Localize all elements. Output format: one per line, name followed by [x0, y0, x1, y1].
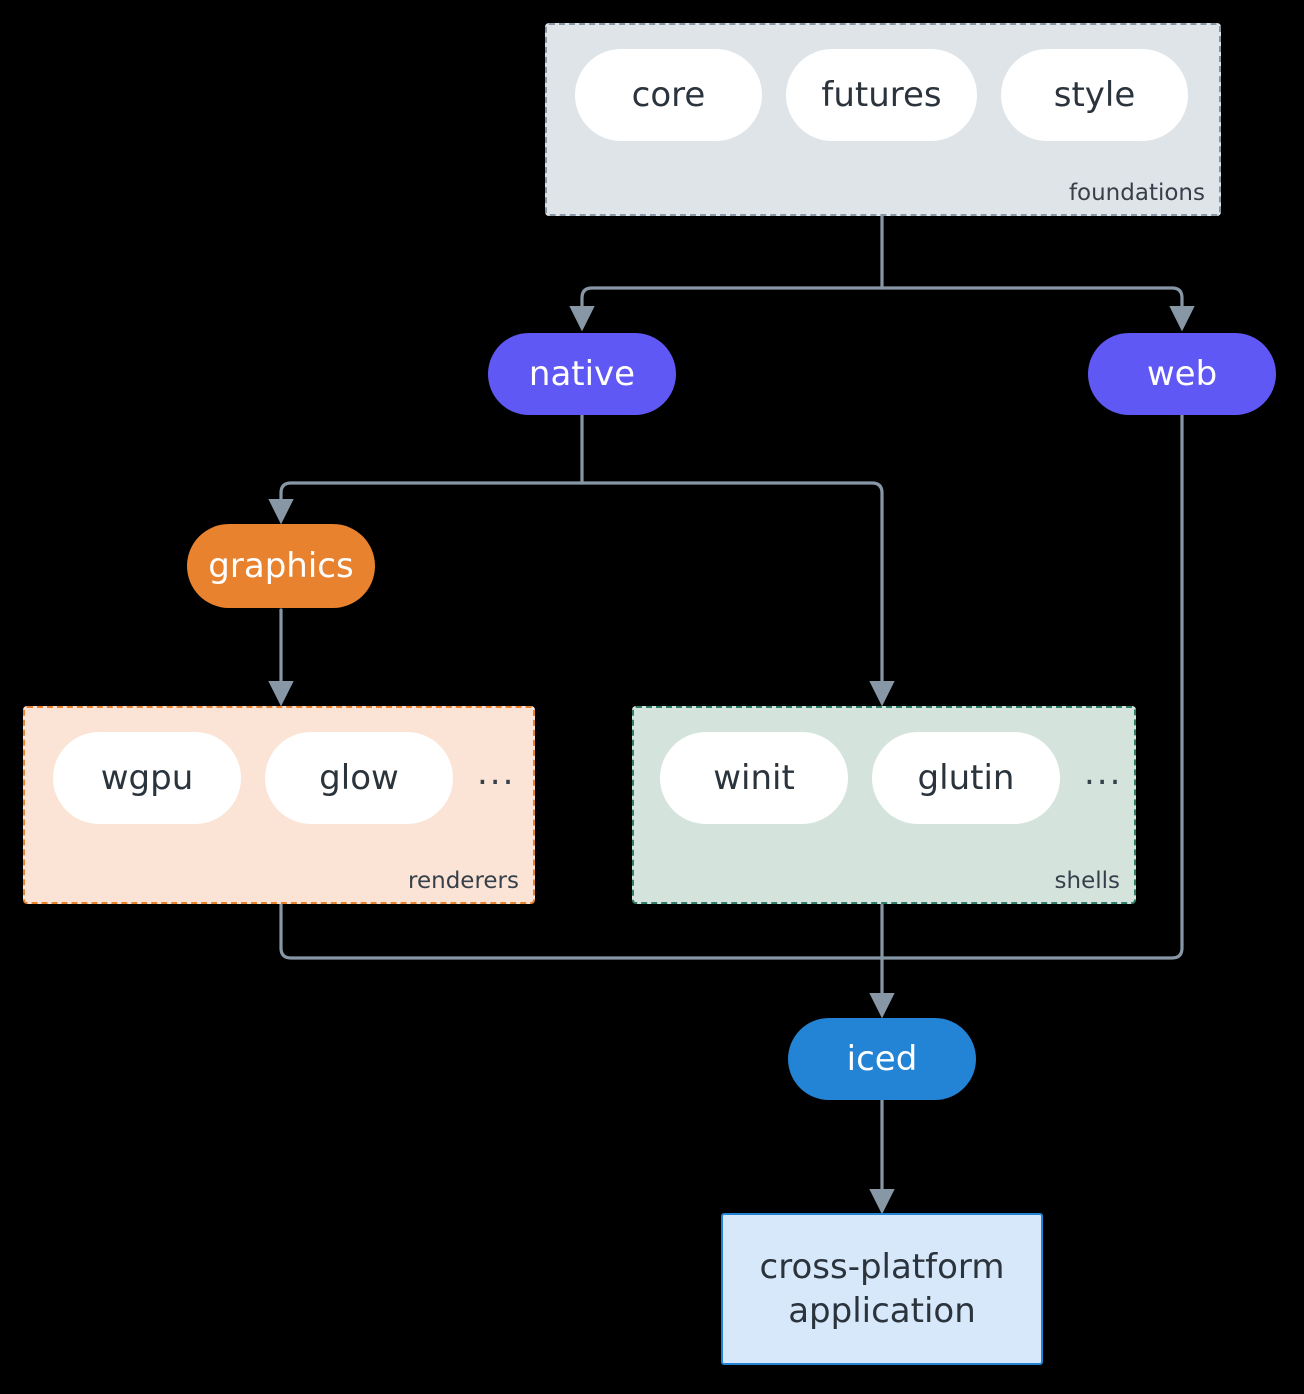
chip-glow[interactable]: glow [265, 732, 453, 824]
chip-style[interactable]: style [1001, 49, 1188, 141]
node-graphics[interactable]: graphics [187, 524, 375, 608]
group-shells: winit glutin ... shells [632, 706, 1136, 904]
renderers-chips: wgpu glow ... [53, 732, 515, 824]
edge-renderers-to-iced [279, 903, 884, 960]
node-graphics-label: graphics [208, 546, 354, 586]
edge-foundations-to-native [569, 286, 884, 332]
group-label-renderers: renderers [408, 868, 519, 894]
node-web[interactable]: web [1088, 333, 1276, 415]
node-web-label: web [1146, 354, 1218, 394]
group-renderers: wgpu glow ... renderers [23, 706, 535, 904]
application-line-2: application [788, 1291, 976, 1331]
chip-wgpu[interactable]: wgpu [53, 732, 241, 824]
node-native-label: native [528, 354, 636, 394]
node-native[interactable]: native [488, 333, 676, 415]
edge-foundations-to-web [880, 286, 1195, 332]
chip-winit[interactable]: winit [660, 732, 848, 824]
edge-native-to-shells [580, 481, 895, 707]
group-foundations: core futures style foundations [545, 23, 1221, 216]
application-line-1: cross-platform [759, 1246, 1005, 1287]
group-label-shells: shells [1054, 868, 1120, 894]
edge-native-to-graphics [268, 481, 584, 525]
shells-chips: winit glutin ... [660, 732, 1122, 824]
node-cross-platform-application[interactable]: cross-platform application [721, 1213, 1043, 1365]
chip-glutin[interactable]: glutin [872, 732, 1060, 824]
foundations-chips: core futures style [575, 49, 1188, 141]
node-iced-label: iced [846, 1039, 918, 1079]
chip-core[interactable]: core [575, 49, 762, 141]
group-label-foundations: foundations [1068, 180, 1205, 206]
node-iced[interactable]: iced [788, 1018, 976, 1100]
chip-futures[interactable]: futures [786, 49, 977, 141]
renderers-ellipsis: ... [477, 753, 516, 793]
shells-ellipsis: ... [1084, 753, 1123, 793]
